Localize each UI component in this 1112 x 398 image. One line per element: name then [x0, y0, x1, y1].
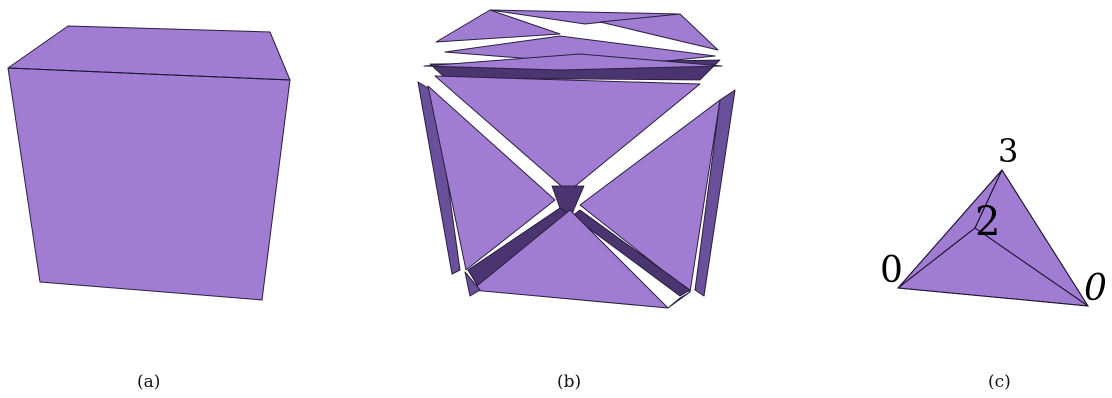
vertex-label-inner: 2: [975, 199, 1000, 245]
cube-front-face: [8, 68, 290, 300]
caption-a: (a): [137, 372, 160, 392]
vertex-label-right: 0: [1084, 268, 1107, 309]
panel-c-tetrahedron: 3 2 0 0: [880, 132, 1107, 309]
vertex-label-top: 3: [998, 132, 1018, 170]
vertex-label-left: 0: [880, 250, 903, 291]
panel-a-cube: [8, 26, 290, 300]
panel-b-exploded-cube: [418, 10, 735, 308]
caption-b: (b): [557, 372, 581, 392]
caption-c: (c): [988, 372, 1011, 392]
